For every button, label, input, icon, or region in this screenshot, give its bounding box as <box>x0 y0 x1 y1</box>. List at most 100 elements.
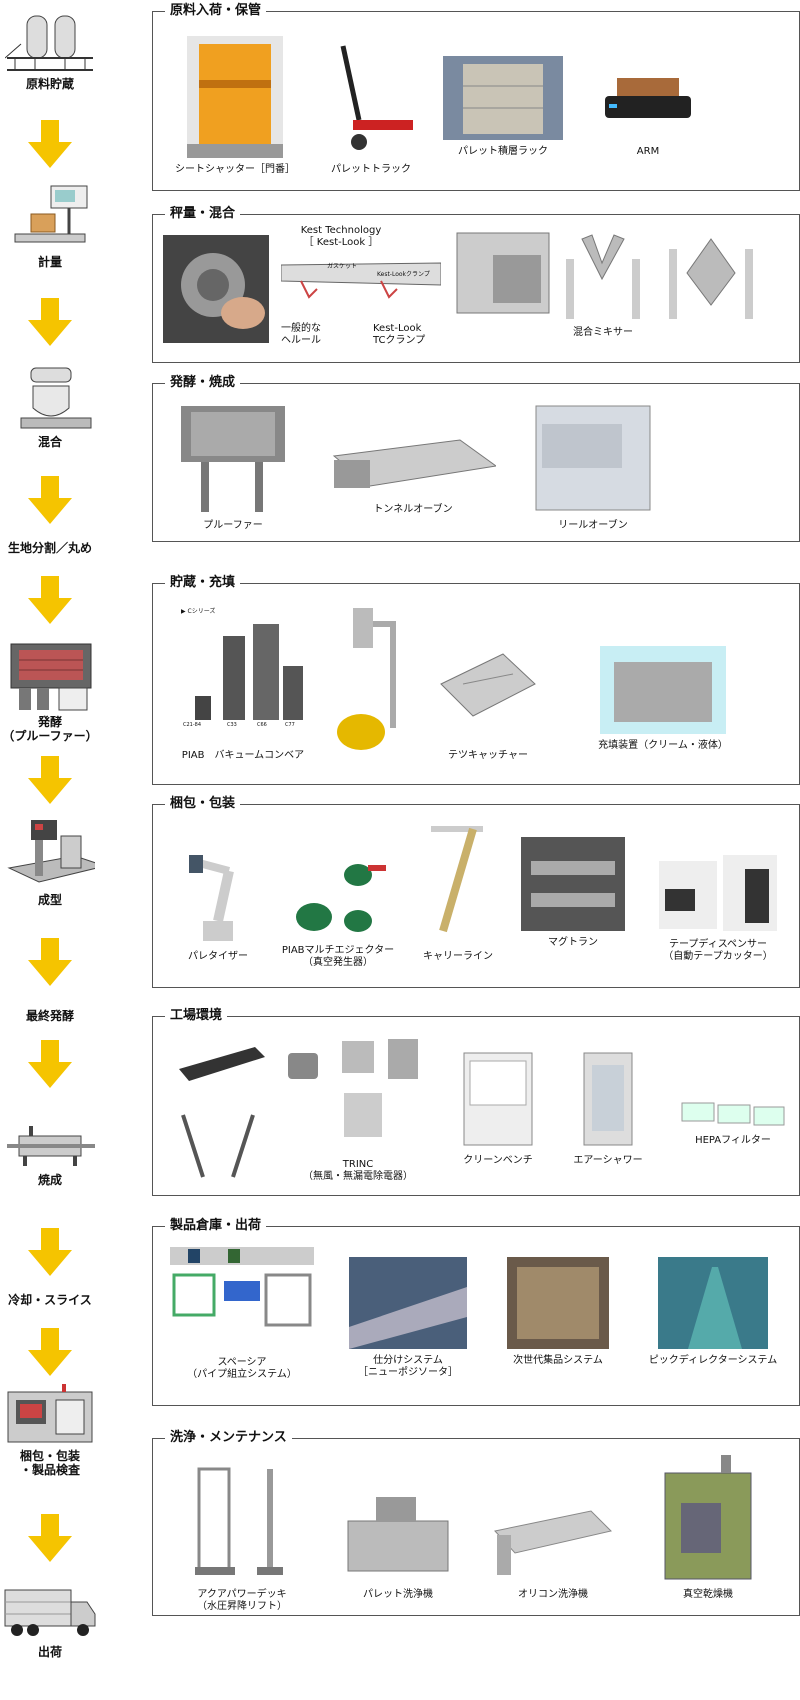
down-arrow-icon <box>28 120 72 168</box>
item-caption: プルーファー <box>203 520 263 531</box>
series-label: ▶ Cシリーズ <box>181 608 216 615</box>
proofer-photo <box>181 406 285 512</box>
item-caption: キャリーライン <box>423 951 493 962</box>
mixing-mixer-item[interactable]: 混合ミキサー <box>553 229 653 339</box>
item-caption: ピックディレクターシステム <box>648 1355 778 1366</box>
spacia-photo <box>170 1247 314 1327</box>
step-label: 原料貯蔵 <box>25 77 74 91</box>
item-caption: リールオーブン <box>558 520 628 531</box>
process-flow: 原料貯蔵 計量 混合 生地分割／丸め <box>0 0 100 1700</box>
pick-director-item[interactable]: ピックディレクターシステム <box>633 1257 793 1367</box>
proofer-item[interactable]: プルーファー <box>163 402 303 532</box>
trinc-ionizers-photo <box>288 1039 418 1137</box>
iron-catcher-item[interactable]: テツキャッチャー <box>423 644 553 762</box>
kest-fitting-photo <box>163 235 269 343</box>
section-title: 洗浄・メンテナンス <box>165 1430 292 1446</box>
piab-vacuum-conveyor-item[interactable]: ▶ Cシリーズ C21-84 C33 C66 C77 PIAB バキュームコンベ… <box>163 606 323 762</box>
item-caption: パレット積層ラック <box>458 146 548 157</box>
reel-oven-item[interactable]: リールオーブン <box>523 402 663 532</box>
item-caption: 真空乾燥機 <box>683 1589 733 1600</box>
section-title: 原料入荷・保管 <box>165 3 267 19</box>
item-caption: アクアパワーデッキ （水圧昇降リフト） <box>197 1589 287 1612</box>
sheet-shutter-item[interactable]: シートシャッター［門番］ <box>165 36 305 176</box>
model-label: C33 <box>227 722 237 728</box>
down-arrow-icon <box>28 576 72 624</box>
step-final-proof: 最終発酵 <box>0 1006 100 1023</box>
item-caption: クリーンベンチ <box>463 1155 533 1166</box>
section-title: 発酵・焼成 <box>165 375 241 391</box>
container-washer-item[interactable]: オリコン洗浄機 <box>483 1491 623 1601</box>
aqua-power-deck-item[interactable]: アクアパワーデッキ （水圧昇降リフト） <box>167 1459 317 1613</box>
spacia-item[interactable]: スペーシア （パイプ組立システム） <box>167 1245 317 1381</box>
model-label: C21-84 <box>183 722 202 728</box>
section-title: 貯蔵・充填 <box>165 575 241 591</box>
diagram-small-2: Kest-Lookクランプ <box>377 271 430 278</box>
piab-photo: ▶ Cシリーズ C21-84 C33 C66 C77 <box>173 606 313 744</box>
down-arrow-icon <box>28 298 72 346</box>
vacuum-dryer-item[interactable]: 真空乾燥機 <box>643 1453 773 1601</box>
picking-system-photo <box>507 1257 609 1349</box>
storage-tank-icon <box>5 15 93 71</box>
section-weighing-mixing: 秤量・混合 Kest Technology ［ Kest-Look ］ ガスケッ… <box>152 206 800 363</box>
air-shower-item[interactable]: エアーシャワー <box>553 1049 663 1167</box>
item-caption: シートシャッター［門番］ <box>175 164 295 175</box>
sorting-system-item[interactable]: 仕分けシステム ［ニューポジソータ］ <box>343 1257 473 1379</box>
clean-bench-item[interactable]: クリーンベンチ <box>443 1049 553 1167</box>
iron-catcher-photo <box>440 653 536 717</box>
step-weighing: 計量 <box>0 182 100 269</box>
v-mixer-photo <box>566 234 640 319</box>
item-caption: オリコン洗浄機 <box>518 1589 588 1600</box>
oven-icon <box>7 1126 95 1166</box>
item-caption: HEPAフィルター <box>695 1135 771 1146</box>
filling-device-item[interactable]: 充填装置（クリーム・液体） <box>573 646 753 752</box>
section-cleaning-maintenance: 洗浄・メンテナンス アクアパワーデッキ （水圧昇降リフト） パレット洗浄機 オリ… <box>152 1430 800 1616</box>
down-arrow-icon <box>28 938 72 986</box>
palletizer-item[interactable]: パレタイザー <box>163 841 273 963</box>
tape-dispenser-item[interactable]: テープディスペンサー （自動テープカッター） <box>643 849 793 963</box>
item-caption: エアーシャワー <box>573 1155 643 1166</box>
step-label: 計量 <box>37 255 62 269</box>
item-caption: 次世代集品システム <box>513 1355 603 1366</box>
item-caption: テープディスペンサー （自動テープカッター） <box>663 939 773 962</box>
diagram-small-1: ガスケット <box>327 263 358 270</box>
vacuum-conveyor-units-icon <box>195 624 303 720</box>
step-label: 発酵 （プルーファー） <box>2 715 98 743</box>
mixer-icon <box>20 367 92 429</box>
scale-icon <box>14 185 88 243</box>
item-caption: PIAB バキュームコンベア <box>181 750 305 761</box>
item-caption: 混合ミキサー <box>573 327 633 338</box>
step-forming: 成型 <box>0 816 100 907</box>
pick-director-photo <box>658 1257 768 1349</box>
step-label: 梱包・包装 ・製品検査 <box>19 1449 80 1477</box>
item-caption: パレタイザー <box>188 951 248 962</box>
trinc-item[interactable]: TRINC （無風・無漏電除電器） <box>273 1033 443 1183</box>
sheet-shutter-photo <box>187 36 283 158</box>
piab-multi-ejector-item[interactable]: PIABマルチエジェクター （真空発生器） <box>273 841 403 969</box>
arm-item[interactable]: ARM <box>578 56 718 158</box>
item-caption: TRINC （無風・無漏電除電器） <box>303 1159 413 1182</box>
magtran-item[interactable]: マグトラン <box>513 837 633 949</box>
cone-mixer-photo <box>669 238 753 319</box>
tape-dispenser-photo <box>659 855 777 931</box>
section-title: 梱包・包装 <box>165 796 241 812</box>
palletizer-photo <box>189 855 234 941</box>
multi-ejector-photo <box>296 864 386 932</box>
item-caption: マグトラン <box>548 937 598 948</box>
item-caption: テツキャッチャー <box>448 750 528 761</box>
pallet-truck-item[interactable]: パレットトラック <box>311 36 431 176</box>
down-arrow-icon <box>28 1328 72 1376</box>
step-dividing: 生地分割／丸め <box>0 538 100 555</box>
pallet-washer-photo <box>347 1497 449 1572</box>
next-gen-picking-item[interactable]: 次世代集品システム <box>493 1257 623 1367</box>
vacuum-dryer-photo <box>664 1455 752 1580</box>
proofer-icon <box>10 643 92 711</box>
pallet-rack-item[interactable]: パレット積層ラック <box>433 56 573 158</box>
tunnel-oven-item[interactable]: トンネルオーブン <box>323 436 503 516</box>
step-cooling: 冷却・スライス <box>0 1290 100 1307</box>
magtran-photo <box>521 837 625 931</box>
hepa-filter-item[interactable]: HEPAフィルター <box>673 1095 793 1147</box>
carry-line-item[interactable]: キャリーライン <box>403 821 513 963</box>
section-proofing-baking: 発酵・焼成 プルーファー トンネルオーブン リールオーブン <box>152 375 800 542</box>
section-title: 工場環境 <box>165 1008 228 1024</box>
pallet-washer-item[interactable]: パレット洗浄機 <box>333 1491 463 1601</box>
